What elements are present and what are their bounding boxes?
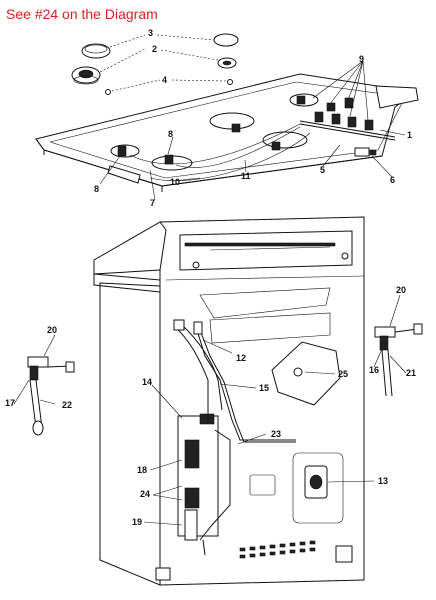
callout-7: 7 [150, 198, 155, 208]
callout-25: 25 [338, 369, 348, 379]
control-knob-valve [354, 147, 377, 157]
burner-assembly-front-left [110, 144, 140, 158]
burner-tube [184, 509, 198, 541]
callout-3: 3 [148, 28, 153, 38]
callout-19: 19 [132, 517, 142, 527]
callout-20-left: 20 [47, 325, 57, 335]
callout-22: 22 [62, 400, 72, 410]
callout-8-lower: 8 [94, 184, 99, 194]
screw-right [227, 79, 233, 85]
callout-15: 15 [259, 383, 269, 393]
callout-13: 13 [378, 476, 388, 486]
callout-10: 10 [170, 177, 180, 187]
callout-16: 16 [369, 365, 379, 375]
callout-1: 1 [407, 130, 412, 140]
cooktop-frame [35, 73, 419, 192]
callout-14: 14 [142, 377, 152, 387]
callout-12: 12 [236, 353, 246, 363]
callout-24: 24 [140, 489, 150, 499]
vent-slots-top [184, 242, 336, 251]
vent-slots-bottom [239, 540, 316, 559]
screw-left [105, 89, 111, 95]
callout-23: 23 [271, 429, 281, 439]
burner-cap-right [213, 33, 239, 47]
heat-shield [271, 341, 341, 406]
burner-assembly-back-right [262, 131, 308, 151]
callout-9: 9 [359, 54, 364, 64]
igniter-left [27, 356, 75, 436]
callout-20-right: 20 [396, 285, 406, 295]
burner-cap-left [81, 43, 111, 59]
callout-2: 2 [152, 44, 157, 54]
callout-6: 6 [390, 175, 395, 185]
callout-8-upper: 8 [168, 129, 173, 139]
burner-assembly-back-left [209, 112, 255, 133]
callout-4: 4 [162, 75, 167, 85]
burner-head-right [217, 57, 237, 69]
diagram-reference-note: See #24 on the Diagram [6, 6, 158, 22]
gas-manifold [299, 97, 396, 141]
callout-17: 17 [5, 398, 15, 408]
burner-head-left [71, 66, 101, 85]
callout-11: 11 [241, 171, 251, 181]
callout-18: 18 [137, 465, 147, 475]
callout-5: 5 [320, 165, 325, 175]
oven-thermostat [304, 465, 328, 499]
burner-assembly-rear [289, 93, 319, 107]
igniter-right [374, 323, 423, 397]
safety-valve-assembly [177, 413, 219, 537]
callout-21: 21 [406, 368, 416, 378]
range-body [93, 216, 365, 586]
